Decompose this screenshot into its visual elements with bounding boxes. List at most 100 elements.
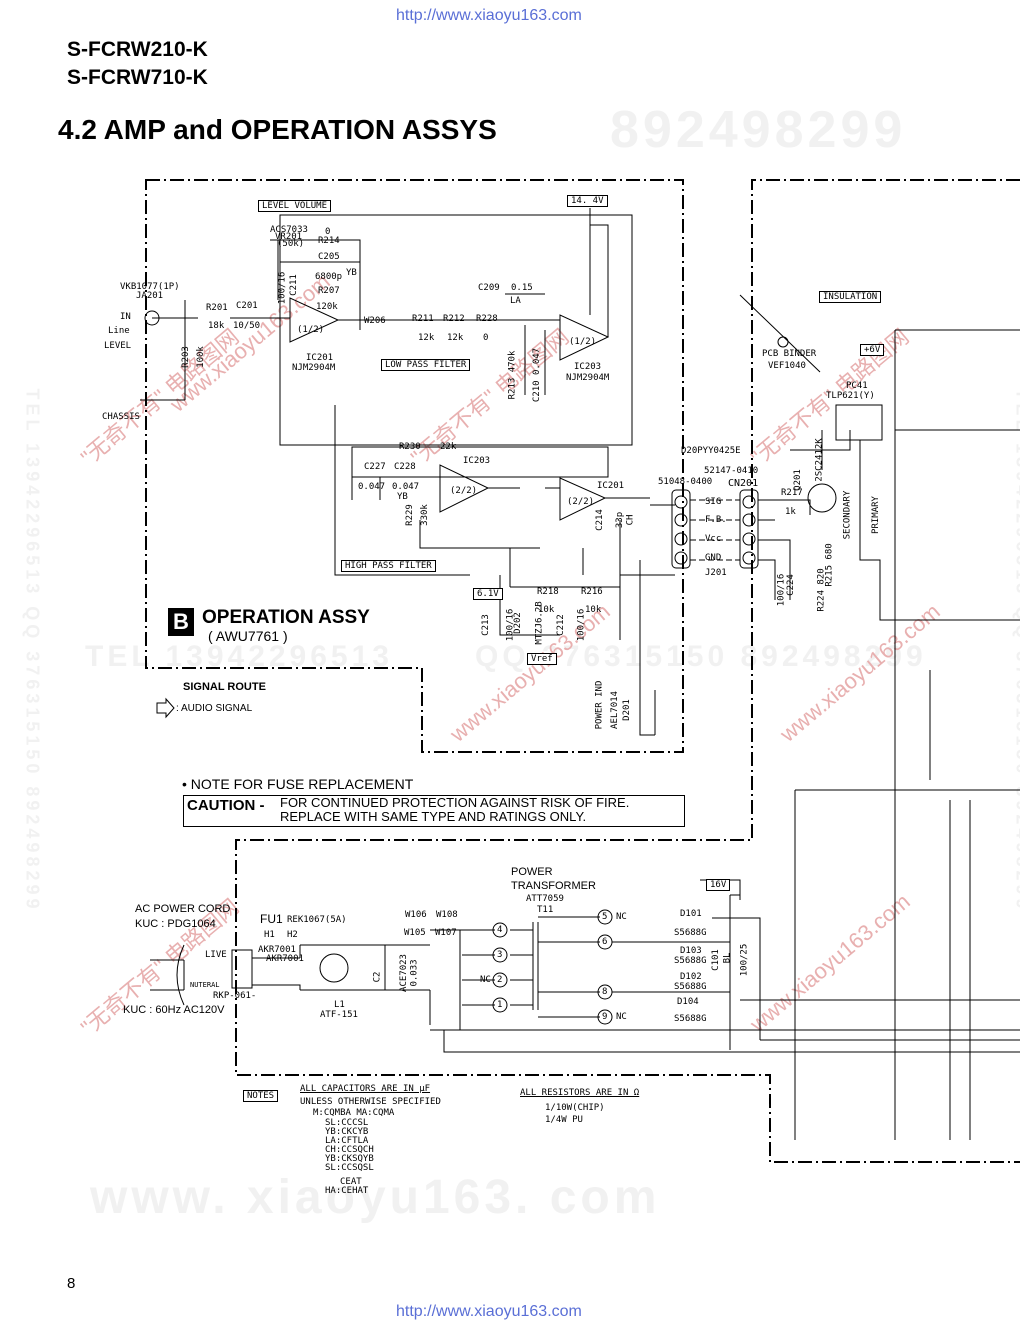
- pcb-binder-part: VEF1040: [768, 361, 806, 371]
- r213-label: R213 470k: [507, 351, 517, 400]
- ac-power-cord-label: AC POWER CORD: [135, 903, 230, 915]
- audio-signal-label: : AUDIO SIGNAL: [176, 703, 252, 714]
- cn201-part: 52147-0410: [704, 466, 758, 476]
- c214-ref: C214: [595, 509, 605, 531]
- pin-fb-label: F.B.: [705, 515, 727, 525]
- t-pin-1-label: 1: [497, 1000, 502, 1010]
- c210-label: C210 0.047: [532, 348, 542, 402]
- ic203b-half: (2/2): [450, 486, 477, 496]
- l1-symbol: [320, 954, 348, 982]
- footer-url[interactable]: http://www.xiaoyu163.com: [396, 1303, 582, 1321]
- t-pin-3-label: 3: [497, 950, 502, 960]
- r230-value: 22k: [440, 442, 456, 452]
- j201-pin-1: [675, 552, 687, 564]
- c2-ref: C2: [372, 972, 382, 983]
- d201-part: AEL7014: [610, 691, 620, 729]
- c211-value: 100/16: [277, 272, 287, 305]
- pin-vcc-label: Vcc: [705, 534, 721, 544]
- t-pin-9-label: 9: [602, 1012, 607, 1022]
- akr7001-2: AKR7001: [266, 954, 304, 964]
- c2-value: 0.033: [410, 959, 420, 986]
- l1-part: ATF-151: [320, 1010, 358, 1020]
- notes-capacitors-subtitle: UNLESS OTHERWISE SPECIFIED: [300, 1097, 441, 1107]
- d102-part: S5688G: [674, 982, 707, 992]
- high-pass-filter-label: HIGH PASS FILTER: [341, 560, 436, 572]
- level-volume-frame: [280, 215, 632, 445]
- c201-ref: C201: [236, 301, 258, 311]
- pc41-part: TLP621(Y): [826, 391, 875, 401]
- c205-ref: C205: [318, 252, 340, 262]
- r211-ref: R211: [412, 314, 434, 324]
- primary-label: PRIMARY: [871, 496, 881, 534]
- level-volume-label: LEVEL VOLUME: [258, 200, 331, 212]
- caution-line-2: REPLACE WITH SAME TYPE AND RATINGS ONLY.: [280, 810, 629, 824]
- notes-cap-sl2: SL:CCSQSL: [325, 1163, 374, 1173]
- q201-symbol: [808, 484, 836, 512]
- r201-ref: R201: [206, 303, 228, 313]
- d101-part: S5688G: [674, 928, 707, 938]
- caution-text: FOR CONTINUED PROTECTION AGAINST RISK OF…: [280, 796, 629, 824]
- cn201-pin-4: [743, 496, 755, 508]
- power-transformer-label-1: POWER: [511, 866, 553, 878]
- d201-ref: D201: [622, 699, 632, 721]
- c228-ref: C228: [394, 462, 416, 472]
- caution-box: CAUTION - FOR CONTINUED PROTECTION AGAIN…: [183, 795, 685, 827]
- d103-ref: D103: [680, 946, 702, 956]
- c101-value: 100/25: [739, 944, 749, 977]
- h2-label: H2: [287, 930, 298, 940]
- supply-14v-label: 14. 4V: [567, 195, 608, 207]
- c209-type: LA: [510, 296, 521, 306]
- supply-6v-plus-label: +6V: [860, 344, 884, 356]
- kuc-voltage-label: KUC : 60Hz AC120V: [123, 1004, 225, 1016]
- r228-ref: R228: [476, 314, 498, 324]
- w108-label: W108: [436, 910, 458, 920]
- supply-16v-label: 16V: [706, 879, 730, 891]
- c209-value: 0.15: [511, 283, 533, 293]
- t-pin-6-label: 6: [602, 937, 607, 947]
- c2-part: ACE7023: [399, 954, 409, 992]
- j201-pin-2: [675, 533, 687, 545]
- c205-value: 6800p: [315, 272, 342, 282]
- r216-value: 10k: [585, 605, 601, 615]
- input-line-label: Line: [108, 326, 130, 336]
- j201-pin-3: [675, 514, 687, 526]
- cn201-ref: CN201: [728, 478, 758, 489]
- w206-label: W206: [364, 316, 386, 326]
- r211-value: 12k: [418, 333, 434, 343]
- d202-part: MTZJ6.2B: [535, 601, 545, 644]
- insulation-label: INSULATION: [819, 291, 881, 303]
- ic201a-half: (1/2): [297, 325, 324, 335]
- fuse-note: • NOTE FOR FUSE REPLACEMENT: [182, 776, 413, 792]
- notes-capacitors-title: ALL CAPACITORS ARE IN μF: [300, 1084, 430, 1094]
- r214-ref: R214: [318, 236, 340, 246]
- notes-resistors-title: ALL RESISTORS ARE IN Ω: [520, 1088, 639, 1098]
- operation-assy-part: ( AWU7761 ): [208, 628, 288, 644]
- c227-value: 0.047: [358, 482, 385, 492]
- c213-ref: C213: [481, 614, 491, 636]
- c228-type: YB: [397, 492, 408, 502]
- operation-assy-mark: B: [168, 608, 194, 636]
- t-pin-2-label: 2: [497, 975, 502, 985]
- j201-ref: J201: [705, 568, 727, 578]
- r230-ref: R230: [399, 442, 421, 452]
- power-ind-label: POWER IND: [594, 681, 604, 730]
- ic203a-ref: IC203: [574, 362, 601, 372]
- r228-value: 0: [483, 333, 488, 343]
- nutral-label: NUTERAL: [190, 981, 220, 989]
- low-pass-filter-label: LOW PASS FILTER: [381, 359, 470, 371]
- ac-power-cord-part: KUC : PDG1064: [135, 918, 216, 930]
- r201-value: 18k: [208, 321, 224, 331]
- j201-pin-4: [675, 496, 687, 508]
- r203-value: 100k: [196, 346, 206, 368]
- pc41-ref: PC41: [846, 381, 868, 391]
- secondary-label: SECONDARY: [842, 491, 852, 540]
- cn201-pin-3: [743, 514, 755, 526]
- signal-route-label: SIGNAL ROUTE: [183, 681, 266, 693]
- t-pin-9-nc: NC: [616, 1012, 627, 1022]
- pin-sig-label: SIG: [705, 497, 721, 507]
- r212-value: 12k: [447, 333, 463, 343]
- c209-ref: C209: [478, 283, 500, 293]
- supply-6v-label: 6.1V: [473, 588, 503, 600]
- ic203a-half: (1/2): [569, 337, 596, 347]
- operation-assy-title: OPERATION ASSY: [202, 607, 370, 629]
